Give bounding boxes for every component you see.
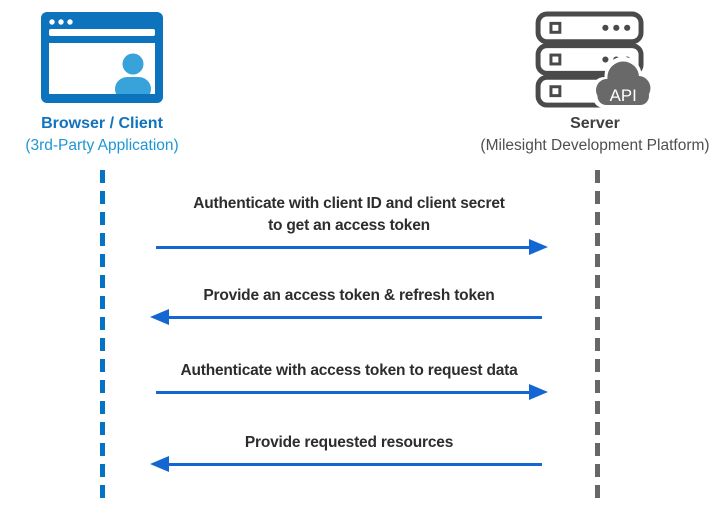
api-cloud-icon: API (590, 56, 655, 108)
message-arrow-right (150, 239, 548, 255)
message-row: Provide an access token & refresh token (150, 285, 548, 325)
lifeline-client (100, 170, 105, 506)
message-label-line: Authenticate with access token to reques… (180, 362, 518, 379)
message-row: Provide requested resources (150, 432, 548, 472)
actor-server-title: Server (570, 115, 620, 132)
arrow-shaft (156, 390, 532, 394)
message-label: Authenticate with access token to reques… (150, 360, 548, 382)
actor-client-title: Browser / Client (41, 115, 163, 132)
message-arrow-left (150, 309, 548, 325)
actor-client: Browser / Client (3rd-Party Application) (8, 11, 196, 156)
arrowhead-right-icon (529, 239, 548, 255)
message-label-line: Provide an access token & refresh token (203, 287, 495, 304)
message-label: Provide requested resources (150, 432, 548, 454)
message-label: Authenticate with client ID and client s… (150, 193, 548, 237)
arrowhead-left-icon (150, 309, 169, 325)
message-arrow-right (150, 384, 548, 400)
arrowhead-left-icon (150, 456, 169, 472)
server-icon-box: API (468, 11, 722, 110)
arrow-shaft (166, 462, 542, 466)
message-label-line: Authenticate with client ID and client s… (193, 195, 505, 212)
lifeline-server (595, 170, 600, 506)
api-cloud-label: API (609, 86, 636, 105)
message-label: Provide an access token & refresh token (150, 285, 548, 307)
message-label-line: Provide requested resources (244, 434, 454, 451)
message-row: Authenticate with client ID and client s… (150, 193, 548, 255)
message-row: Authenticate with access token to reques… (150, 360, 548, 400)
server-icon: API (535, 11, 655, 108)
browser-icon (41, 12, 163, 103)
arrow-shaft (166, 315, 542, 319)
browser-icon-box (8, 11, 196, 110)
message-label-line: to get an access token (268, 217, 430, 234)
message-arrow-left (150, 456, 548, 472)
actor-client-subtitle: (3rd-Party Application) (25, 137, 179, 154)
actor-server-subtitle: (Milesight Development Platform) (480, 137, 710, 154)
actor-server: API Server (Milesight Development Platfo… (468, 11, 722, 156)
arrow-shaft (156, 245, 532, 249)
person-icon (115, 53, 151, 94)
arrowhead-right-icon (529, 384, 548, 400)
